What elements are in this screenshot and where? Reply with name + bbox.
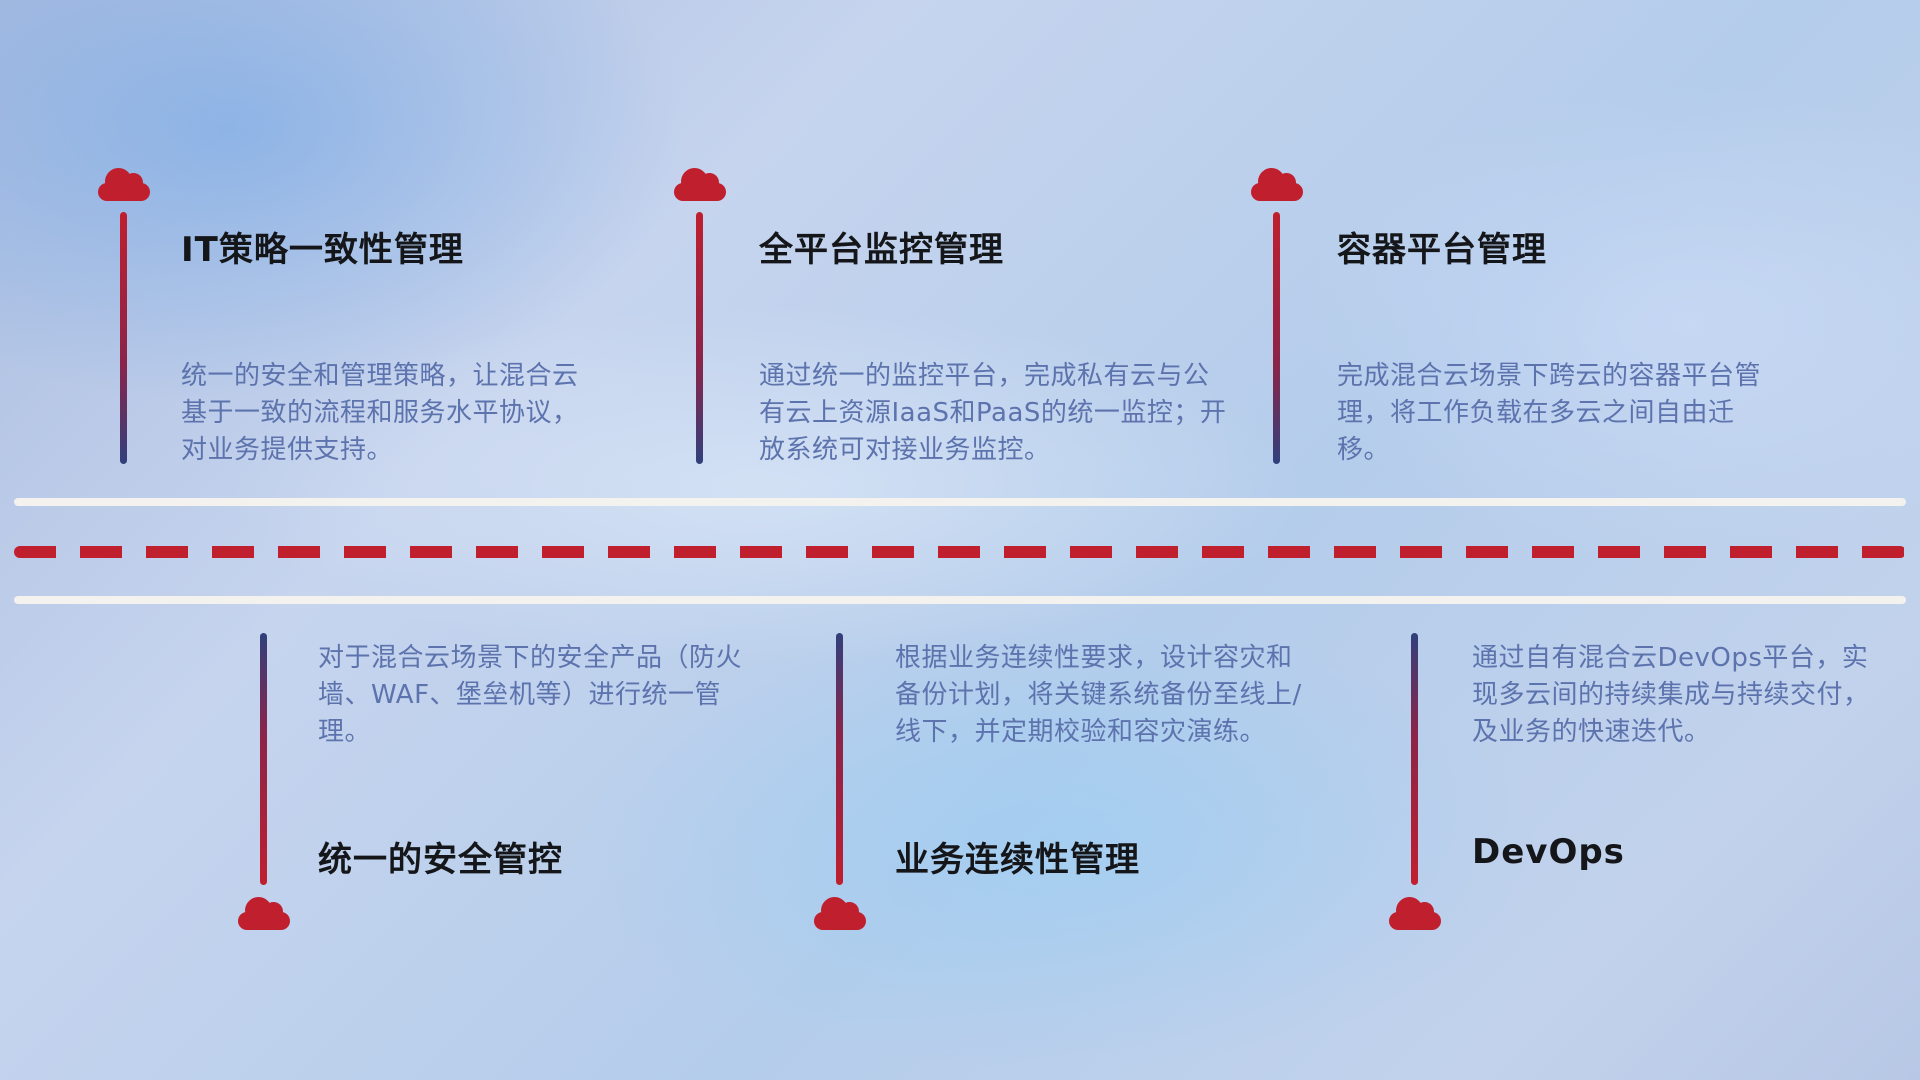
item-description: 统一的安全和管理策略，让混合云基于一致的流程和服务水平协议，对业务提供支持。 (181, 361, 579, 465)
item-title: DevOps (1472, 832, 1625, 872)
item-description: 对于混合云场景下的安全产品（防火墙、WAF、堡垒机等）进行统一管理。 (318, 643, 743, 747)
item-title: 全平台监控管理 (759, 230, 1004, 270)
cloud-icon (98, 168, 150, 201)
item-description: 根据业务连续性要求，设计容灾和备份计划，将关键系统备份至线上/线下，并定期校验和… (895, 643, 1302, 747)
cloud-icon (674, 168, 726, 201)
connector-line (120, 212, 127, 464)
item-title: 容器平台管理 (1337, 230, 1547, 270)
item-description: 通过统一的监控平台，完成私有云与公有云上资源IaaS和PaaS的统一监控；开放系… (759, 361, 1227, 465)
connector-line (1273, 212, 1280, 464)
item-description: 完成混合云场景下跨云的容器平台管理，将工作负载在多云之间自由迁移。 (1337, 361, 1762, 465)
item-title: 业务连续性管理 (895, 840, 1140, 880)
connector-line (836, 633, 843, 885)
item-description: 通过自有混合云DevOps平台，实现多云间的持续集成与持续交付，及业务的快速迭代… (1472, 643, 1870, 747)
cloud-icon (1251, 168, 1303, 201)
divider-line-bottom (14, 596, 1906, 604)
item-title: IT策略一致性管理 (181, 230, 464, 270)
cloud-icon (1389, 897, 1441, 930)
divider-dashed-line (14, 546, 1906, 558)
connector-line (1411, 633, 1418, 885)
connector-line (696, 212, 703, 464)
connector-line (260, 633, 267, 885)
cloud-icon (814, 897, 866, 930)
cloud-icon (238, 897, 290, 930)
item-title: 统一的安全管控 (318, 840, 563, 880)
divider-line-top (14, 498, 1906, 506)
